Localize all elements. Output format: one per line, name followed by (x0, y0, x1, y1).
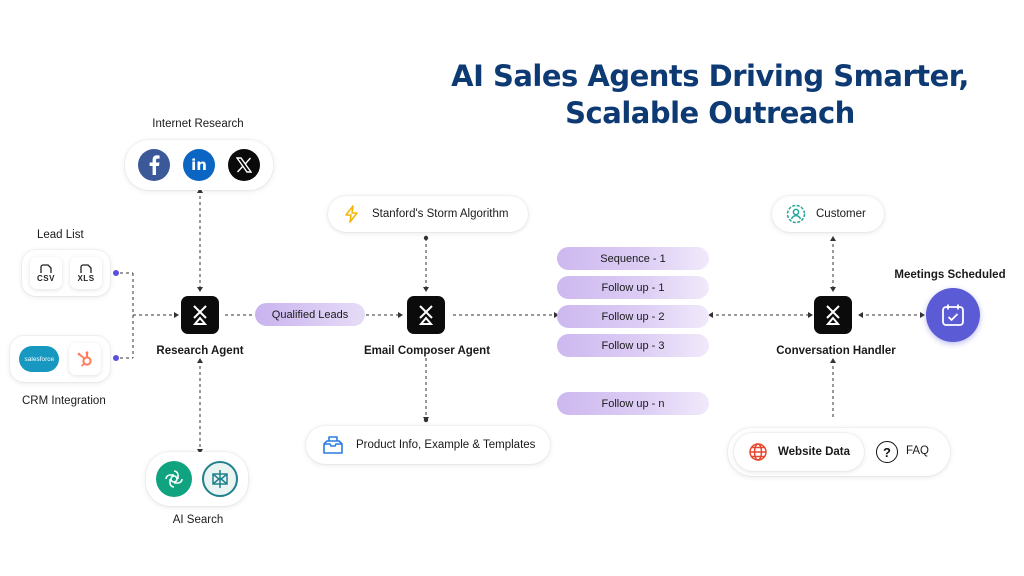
email-composer-logo-icon (407, 296, 445, 334)
product-info-card: Product Info, Example & Templates (306, 426, 550, 464)
research-agent-label: Research Agent (156, 345, 244, 357)
sequence-1-pill: Sequence - 1 (557, 247, 709, 270)
lead-list-card: CSV XLS (22, 250, 110, 296)
customer-card: Customer (772, 196, 884, 232)
xls-file-label: XLS (77, 273, 95, 283)
mail-box-icon (323, 436, 343, 454)
lightning-icon (345, 205, 358, 223)
knowledge-sources-card: Website Data ? FAQ (728, 428, 950, 476)
perplexity-icon (202, 461, 238, 497)
follow-up-n-pill: Follow up - n (557, 392, 709, 415)
qualified-leads-pill: Qualified Leads (255, 303, 365, 326)
internet-research-label: Internet Research (152, 118, 244, 130)
csv-file-icon: CSV (30, 257, 62, 289)
facebook-icon (138, 149, 170, 181)
csv-file-label: CSV (37, 273, 55, 283)
follow-up-3-pill: Follow up - 3 (557, 334, 709, 357)
follow-up-1-pill: Follow up - 1 (557, 276, 709, 299)
follow-up-2-pill: Follow up - 2 (557, 305, 709, 328)
research-agent-logo-icon (181, 296, 219, 334)
meetings-scheduled-label: Meetings Scheduled (894, 269, 1006, 281)
openai-icon (156, 461, 192, 497)
linkedin-icon: in (183, 149, 215, 181)
email-composer-label: Email Composer Agent (363, 345, 491, 357)
ai-search-label: AI Search (172, 514, 224, 526)
x-icon (228, 149, 260, 181)
ai-search-card (146, 452, 248, 506)
globe-icon (749, 443, 767, 461)
internet-research-card: in (125, 140, 273, 190)
salesforce-icon: salesforce (19, 346, 60, 372)
website-data-label: Website Data (778, 446, 851, 458)
storm-algorithm-label: Stanford's Storm Algorithm (372, 208, 509, 220)
user-icon (786, 204, 806, 224)
calendar-icon (926, 288, 980, 342)
xls-file-icon: XLS (70, 257, 102, 289)
lead-list-label: Lead List (37, 229, 84, 241)
customer-label: Customer (816, 208, 866, 220)
conversation-handler-logo-icon (814, 296, 852, 334)
crm-label: CRM Integration (22, 395, 106, 407)
conversation-handler-label: Conversation Handler (776, 345, 896, 357)
crm-card: salesforce (10, 336, 110, 382)
website-data-chip: Website Data (734, 433, 864, 471)
faq-label: FAQ (906, 445, 930, 457)
question-icon: ? (876, 441, 898, 463)
storm-algorithm-card: Stanford's Storm Algorithm (328, 196, 528, 232)
hubspot-icon (68, 343, 101, 375)
page-title: AI Sales Agents Driving Smarter, Scalabl… (451, 59, 969, 130)
product-info-label: Product Info, Example & Templates (356, 439, 536, 451)
